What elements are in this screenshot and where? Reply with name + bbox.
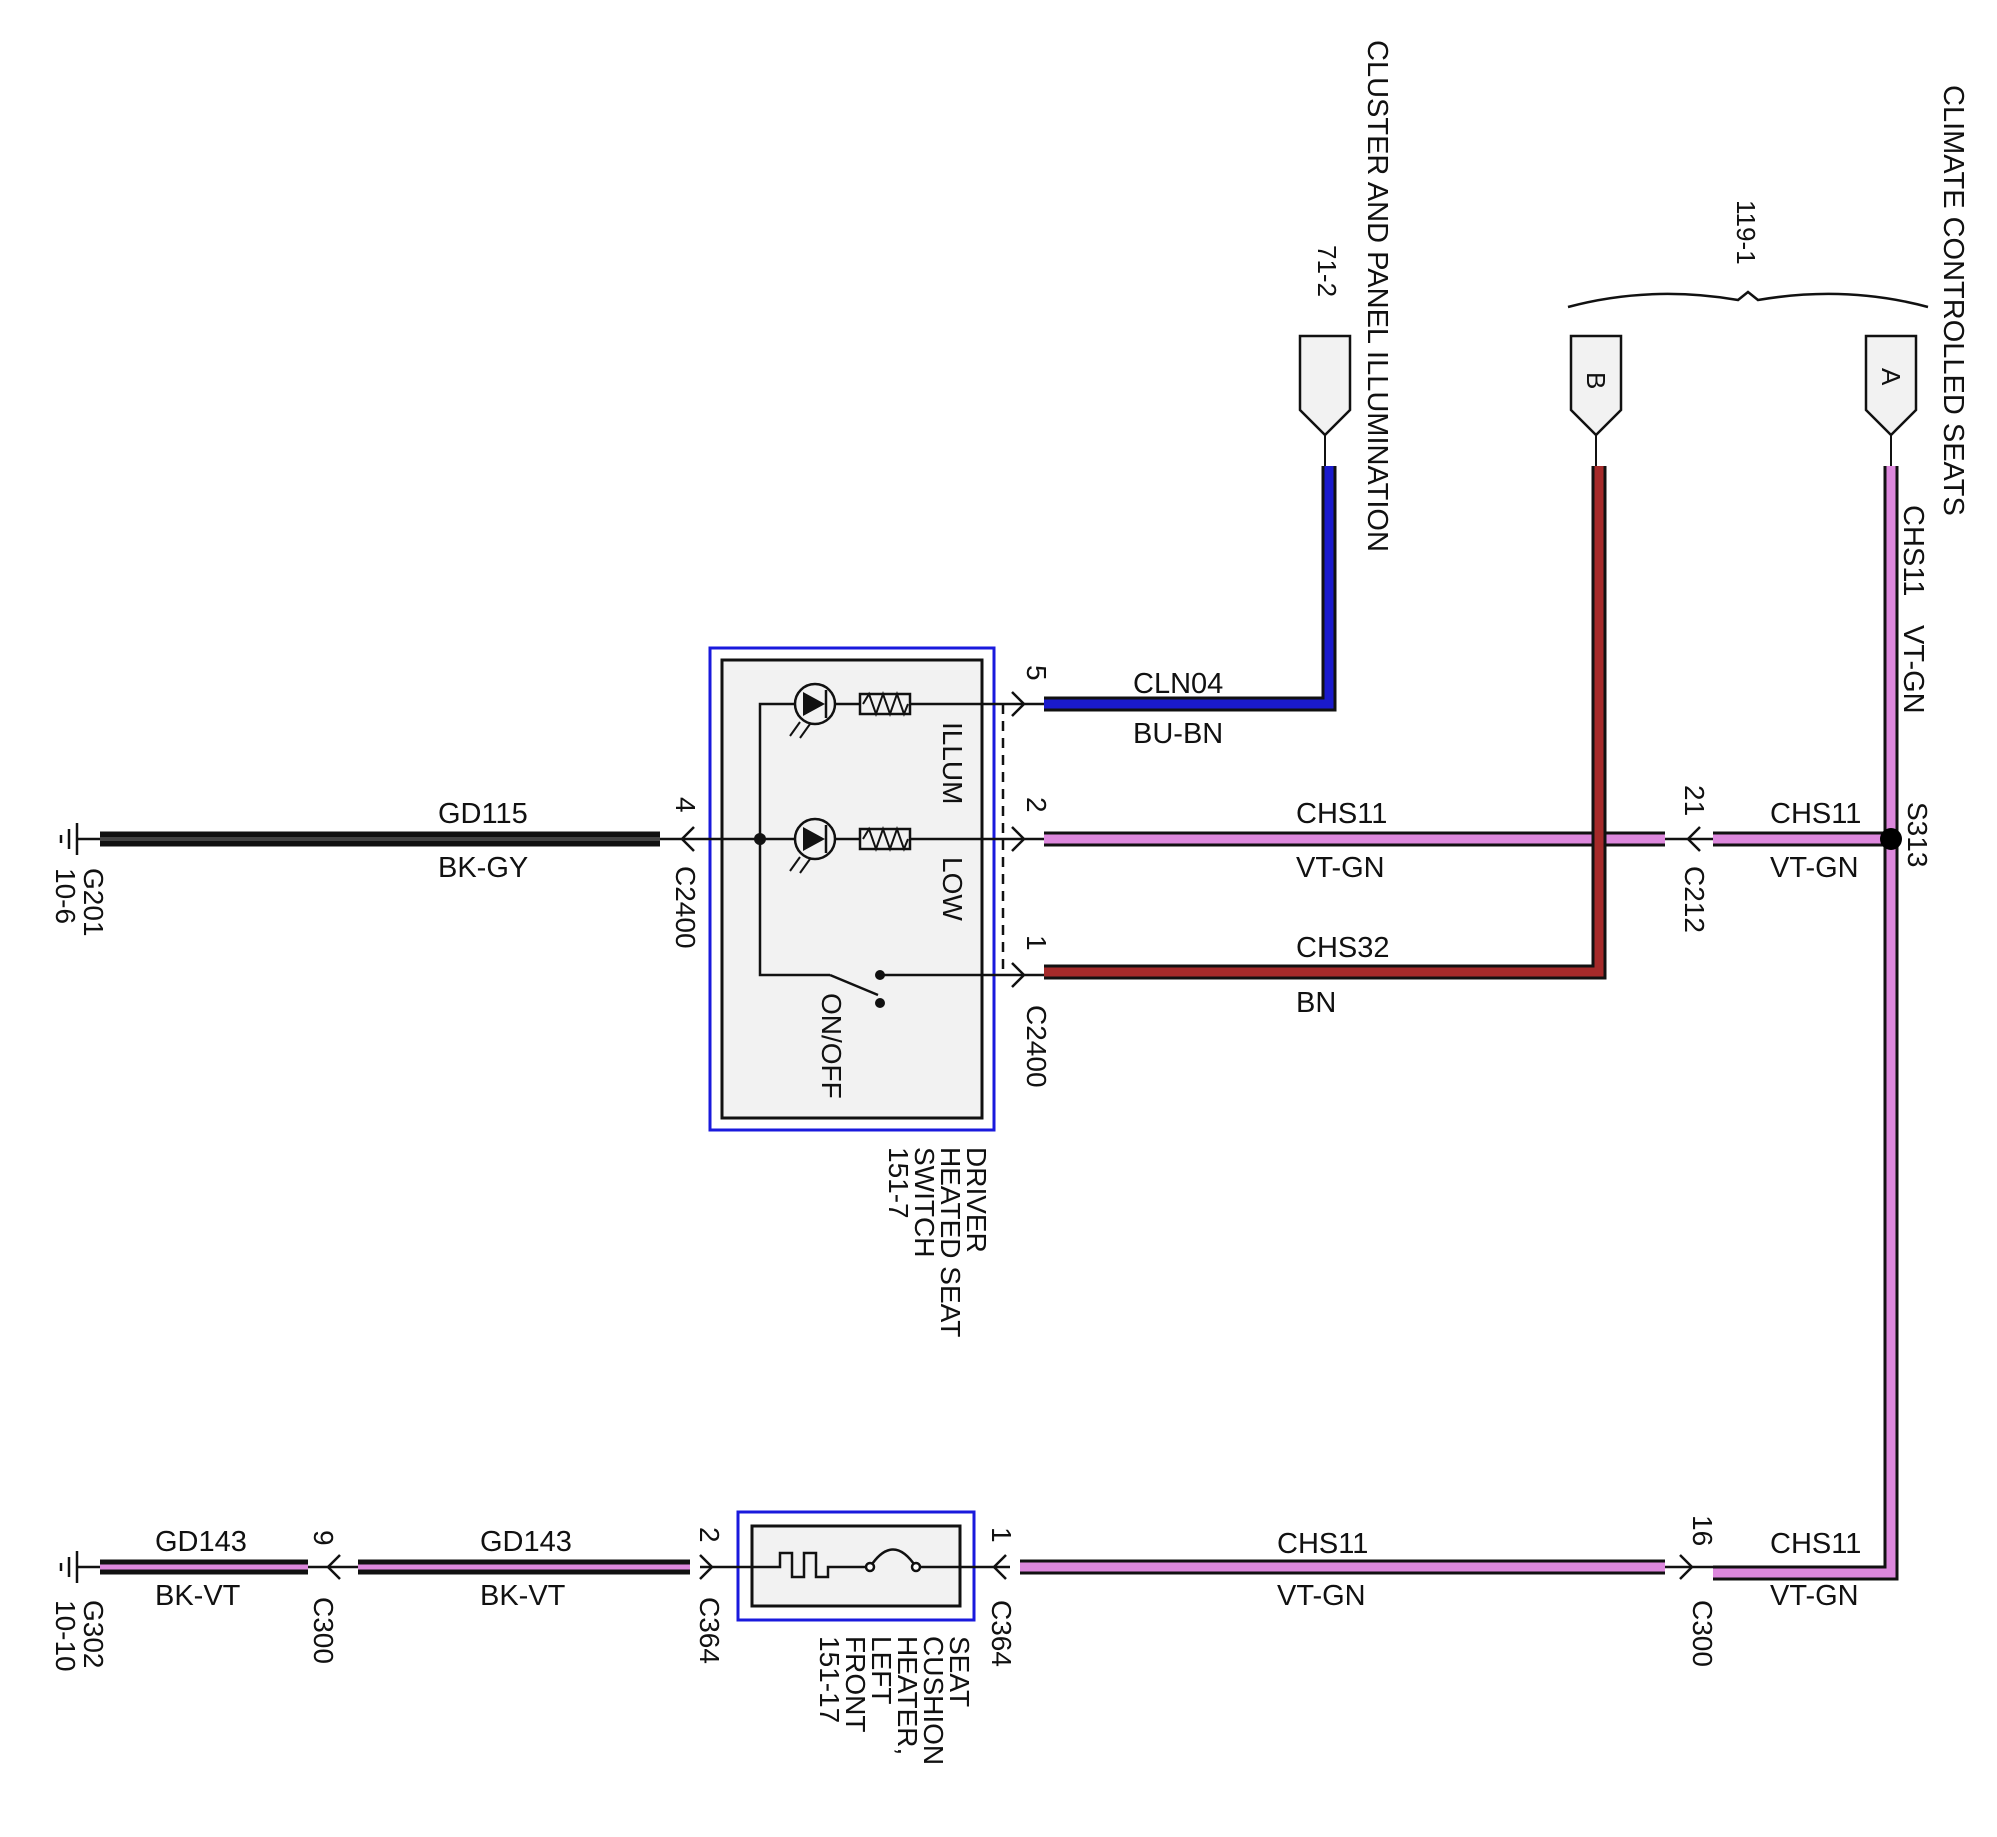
switch-title-line3: SWITCH — [909, 1147, 940, 1257]
climate-connector-pin-b — [1569, 334, 1623, 437]
heater-title-line5: FRONT — [840, 1636, 871, 1732]
switch-low-label: LOW — [937, 857, 968, 921]
pin-c2400-1: 1 — [1021, 935, 1052, 951]
chs11-vertical-color: VT-GN — [1897, 625, 1929, 714]
switch-body — [720, 658, 984, 1120]
switch-illum-label: ILLUM — [937, 722, 968, 804]
cluster-ref: 71-2 — [1312, 245, 1342, 297]
chs11-bottom-right-circuit: CHS11 — [1770, 1528, 1861, 1560]
switch-title-line2: HEATED SEAT — [935, 1147, 966, 1337]
g302-name: G302 — [78, 1600, 109, 1669]
c2400-right-arrows — [1010, 691, 1044, 988]
gd115-color: BK-GY — [438, 852, 528, 884]
resistor-illum-icon — [858, 690, 912, 718]
pin-c364-2: 2 — [694, 1527, 725, 1543]
switch-title-line4: 151-7 — [883, 1147, 914, 1219]
connector-c364-right: C364 — [986, 1600, 1017, 1667]
c300-right-arrow — [1665, 1554, 1713, 1580]
heater-title-line2: CUSHION — [918, 1636, 949, 1765]
pin-c364-1: 1 — [986, 1527, 1017, 1543]
g201-ref: 10-6 — [50, 868, 81, 924]
c300-left-arrow — [308, 1554, 358, 1580]
gd143-mid-circuit: GD143 — [480, 1526, 572, 1558]
connector-c2400-right: C2400 — [1021, 1005, 1052, 1088]
gd115-circuit: GD115 — [438, 798, 528, 830]
resistor-low-icon — [858, 825, 912, 853]
g302-ref: 10-10 — [50, 1600, 81, 1672]
gd143-mid-color: BK-VT — [480, 1580, 566, 1612]
chs32-color: BN — [1296, 987, 1336, 1019]
pin-c2400-5: 5 — [1021, 665, 1052, 681]
wire-chs11-vertical — [1713, 466, 1899, 1581]
pin-c300-16: 16 — [1687, 1515, 1718, 1546]
chs11-right-color: VT-GN — [1770, 852, 1859, 884]
chs11-mid-color: VT-GN — [1296, 852, 1385, 884]
cluster-connector-pin — [1298, 334, 1352, 437]
heater-title-line6: 151-17 — [814, 1636, 845, 1723]
switch-title-line1: DRIVER — [961, 1147, 992, 1253]
climate-title: CLIMATE CONTROLLED SEATS — [1937, 85, 1969, 516]
pin-c212-21: 21 — [1679, 785, 1710, 816]
switch-junction-dot — [754, 833, 766, 845]
heater-title-line4: LEFT — [866, 1636, 897, 1704]
switch-onoff-label: ON/OFF — [816, 993, 847, 1099]
connector-c2400-left: C2400 — [670, 866, 701, 949]
led-low-icon — [789, 817, 837, 874]
pin-c300-9: 9 — [308, 1530, 339, 1546]
switch-contact-icon — [829, 970, 885, 1008]
pin-b-label: B — [1581, 372, 1611, 389]
splice-s313-label: S313 — [1902, 802, 1933, 867]
wire-cln04 — [1044, 466, 1337, 712]
wire-chs32 — [1044, 466, 1607, 980]
connector-c300-right: C300 — [1687, 1600, 1718, 1667]
c364-right-arrow — [992, 1554, 1007, 1580]
splice-s313 — [1880, 828, 1902, 850]
heater-title-line3: HEATER, — [892, 1636, 923, 1755]
c364-left-arrow — [699, 1554, 714, 1580]
cln04-color: BU-BN — [1133, 718, 1223, 750]
c2400-left-arrow — [680, 826, 695, 852]
c212-arrow — [1665, 826, 1713, 852]
chs11-bottom-right-color: VT-GN — [1770, 1580, 1859, 1612]
chs11-bottom-color: VT-GN — [1277, 1580, 1366, 1612]
chs32-circuit: CHS32 — [1296, 932, 1390, 964]
climate-bracket — [1567, 290, 1929, 309]
pin-c2400-2: 2 — [1021, 797, 1052, 813]
g201-name: G201 — [78, 868, 109, 937]
climate-connector-pin-a — [1864, 334, 1918, 437]
connector-c364-left: C364 — [694, 1597, 725, 1664]
chs11-right-circuit: CHS11 — [1770, 798, 1861, 830]
cluster-title: CLUSTER AND PANEL ILLUMINATION — [1361, 40, 1393, 552]
connector-c300-left: C300 — [308, 1597, 339, 1664]
cln04-circuit: CLN04 — [1133, 668, 1223, 700]
chs11-mid-circuit: CHS11 — [1296, 798, 1387, 830]
chs11-bottom-circuit: CHS11 — [1277, 1528, 1368, 1560]
pin-c2400-4: 4 — [670, 797, 701, 813]
climate-ref: 119-1 — [1731, 200, 1761, 265]
heater-title-line1: SEAT — [944, 1636, 975, 1707]
gd143-left-color: BK-VT — [155, 1580, 241, 1612]
pin-a-label: A — [1876, 368, 1906, 386]
connector-c212: C212 — [1679, 866, 1710, 933]
ground-g302-symbol — [59, 1551, 100, 1583]
ground-g201-symbol — [59, 823, 100, 855]
gd143-left-circuit: GD143 — [155, 1526, 247, 1558]
chs11-vertical-circuit: CHS11 — [1897, 505, 1929, 596]
